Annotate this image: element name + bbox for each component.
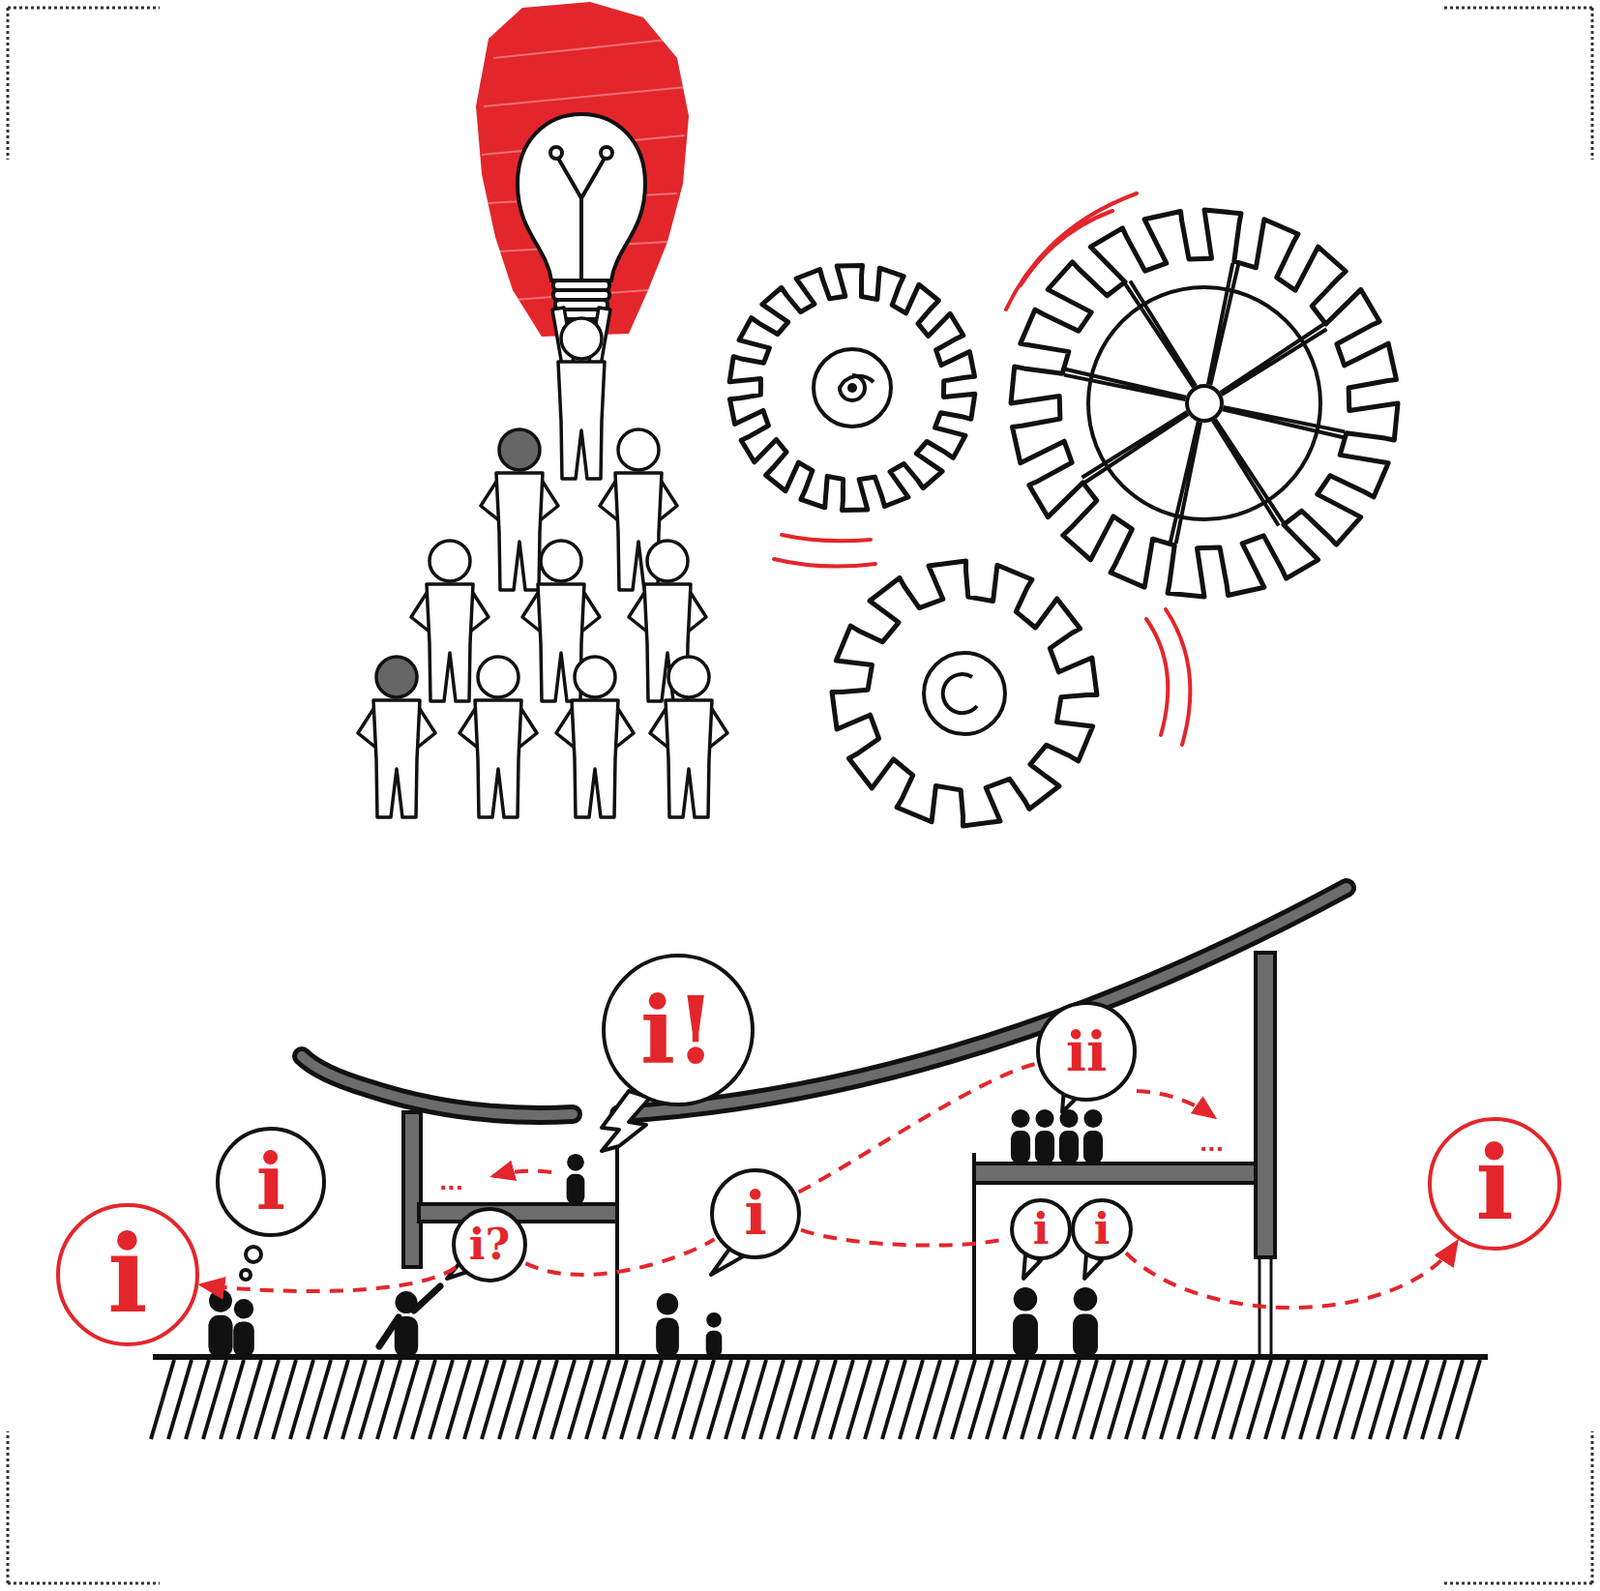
info-symbol: ii xyxy=(1066,1024,1108,1079)
pointing-arm xyxy=(414,1286,441,1311)
light-bulb xyxy=(517,114,646,320)
ellipsis-note: ... xyxy=(437,1172,466,1194)
info-flow-arrow xyxy=(525,1239,714,1275)
gear xyxy=(1010,209,1398,597)
motion-marks xyxy=(773,193,1190,745)
person-silhouette xyxy=(566,1154,586,1205)
info-symbol: i xyxy=(1033,1208,1050,1251)
person-figure xyxy=(556,656,634,818)
bubble-circle xyxy=(58,1205,198,1345)
info-flow-arrow xyxy=(1125,1242,1457,1308)
info-symbol: i xyxy=(743,1184,768,1245)
person-silhouette xyxy=(706,1312,723,1358)
building-section xyxy=(301,888,1347,1358)
person-silhouette xyxy=(207,1289,233,1358)
person-silhouette xyxy=(1083,1109,1103,1164)
leaning-leg xyxy=(379,1317,399,1347)
bubble-tails xyxy=(240,1088,1102,1280)
bubble-circle xyxy=(453,1209,526,1281)
corner-marks xyxy=(7,7,1593,1584)
bubble-circle xyxy=(603,955,753,1105)
person-figure xyxy=(357,656,436,818)
bulb-glow xyxy=(475,1,689,337)
ground xyxy=(150,1357,1488,1440)
info-symbol: i! xyxy=(640,984,716,1077)
gear xyxy=(729,265,976,510)
speech-bubble: ii xyxy=(1035,1000,1138,1103)
info-symbol: i xyxy=(256,1143,286,1221)
glow-hatch xyxy=(481,38,687,300)
speech-bubble: i xyxy=(709,1167,802,1261)
speech-bubble: i xyxy=(55,1202,201,1348)
gear xyxy=(831,561,1097,827)
people-pyramid xyxy=(357,307,728,818)
bubble-circle xyxy=(1037,1003,1135,1100)
speech-bubble: i! xyxy=(600,952,756,1108)
gears xyxy=(729,209,1398,827)
info-symbol: i xyxy=(1094,1208,1111,1251)
info-flow-arrow xyxy=(800,1230,1008,1246)
person-silhouette xyxy=(655,1293,680,1358)
people-silhouettes xyxy=(207,1109,1103,1358)
speech-bubble: i xyxy=(1008,1197,1073,1262)
info-flow-arrow xyxy=(799,1064,1036,1192)
info-symbol: i? xyxy=(469,1223,511,1267)
ellipsis-note: ... xyxy=(1197,1133,1226,1156)
bubble-circle xyxy=(711,1170,800,1258)
info-flow-arrow xyxy=(201,1268,456,1293)
bubble-circle xyxy=(1011,1200,1070,1259)
person-silhouette xyxy=(1059,1109,1079,1164)
person-silhouette xyxy=(233,1299,255,1358)
person-silhouette xyxy=(1072,1287,1098,1358)
person-figure xyxy=(552,307,611,479)
speech-bubble: i xyxy=(1069,1197,1134,1262)
bubble-circle xyxy=(1072,1200,1131,1259)
info-symbol: i xyxy=(1475,1133,1514,1235)
speech-bubble: i xyxy=(1426,1116,1563,1252)
person-figure xyxy=(650,656,728,818)
person-silhouette xyxy=(1010,1109,1031,1164)
info-symbol: i xyxy=(107,1221,149,1329)
flow-arrows xyxy=(493,1091,1215,1177)
person-figure xyxy=(459,656,537,818)
person-silhouette xyxy=(1035,1109,1055,1164)
bubble-circle xyxy=(1429,1119,1560,1249)
person-silhouette xyxy=(1012,1287,1038,1358)
speech-bubble: i? xyxy=(450,1206,529,1284)
bubble-circle xyxy=(217,1128,325,1236)
speech-bubble: i xyxy=(214,1125,327,1239)
